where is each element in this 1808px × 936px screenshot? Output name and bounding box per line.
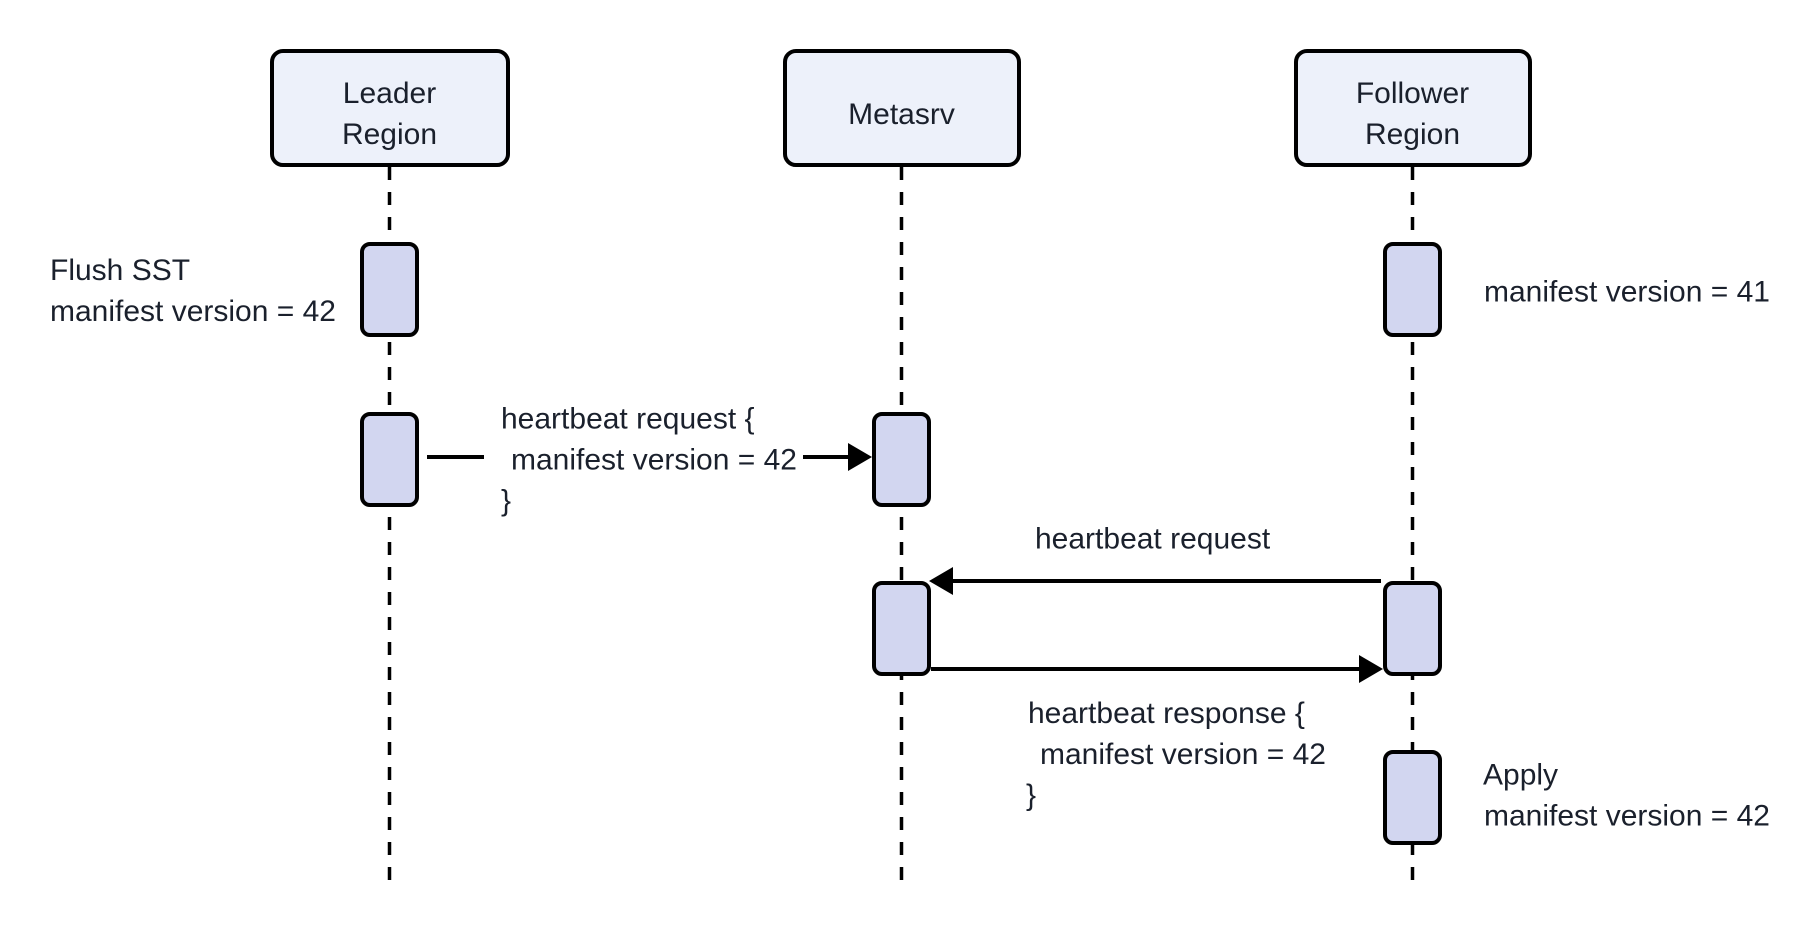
svg-text:manifest version = 42: manifest version = 42 <box>50 295 336 328</box>
svg-text:Flush SST: Flush SST <box>50 254 190 287</box>
svg-text:heartbeat response {: heartbeat response { <box>1028 697 1305 730</box>
svg-text:Follower: Follower <box>1356 77 1469 110</box>
svg-text:Leader: Leader <box>343 77 436 110</box>
svg-text:manifest version = 42: manifest version = 42 <box>1040 738 1326 771</box>
svg-text:heartbeat request {: heartbeat request { <box>501 403 755 436</box>
svg-text:Region: Region <box>342 118 437 151</box>
svg-text:manifest version = 42: manifest version = 42 <box>511 444 797 477</box>
svg-text:Metasrv: Metasrv <box>848 98 955 131</box>
svg-text:}: } <box>1026 779 1036 812</box>
svg-text:}: } <box>501 485 511 518</box>
svg-text:manifest version = 41: manifest version = 41 <box>1484 276 1770 309</box>
svg-text:Region: Region <box>1365 118 1460 151</box>
svg-text:manifest version = 42: manifest version = 42 <box>1484 800 1770 833</box>
svg-text:heartbeat request: heartbeat request <box>1035 523 1271 556</box>
svg-text:Apply: Apply <box>1483 759 1558 792</box>
